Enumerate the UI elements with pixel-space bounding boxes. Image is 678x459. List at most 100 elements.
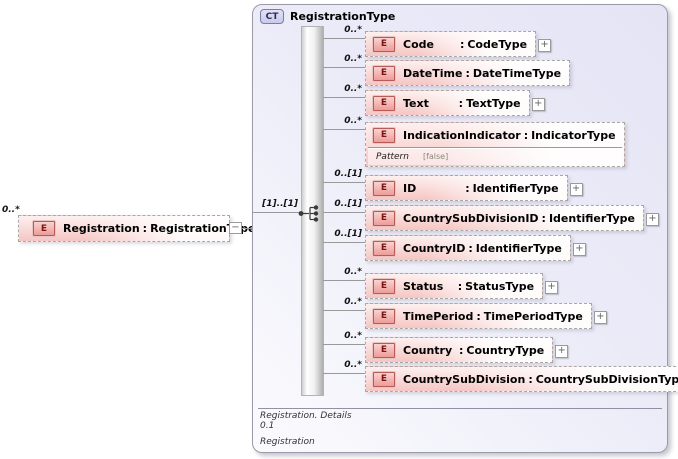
element-id[interactable]: E ID : IdentifierType (365, 175, 568, 201)
element-icon: E (373, 95, 395, 111)
element-name: DateTime (403, 66, 463, 80)
element-type: CountrySubDivisionType (535, 372, 678, 386)
cardinality-label: 0..[1] (334, 169, 362, 179)
cardinality-label: 0..[1] (334, 199, 362, 209)
cardinality-label: 0..* (344, 267, 362, 277)
element-row-countrysubdivisionid: 0..[1] E CountrySubDivisionID : Identifi… (323, 199, 659, 231)
expand-toggle[interactable]: + (555, 345, 569, 358)
element-name: Status (403, 279, 455, 293)
element-name: Text (403, 96, 456, 110)
complex-type-badge-icon: CT (260, 9, 284, 24)
element-registration[interactable]: E Registration : RegistrationType (18, 215, 255, 242)
element-name: IndicationIndicator (403, 128, 521, 142)
cardinality-label: 0..* (344, 297, 362, 307)
connector-line (323, 373, 365, 374)
element-country[interactable]: E Country : CountryType (365, 337, 554, 363)
expand-toggle[interactable]: + (593, 311, 607, 324)
cardinality-label: 0..* (344, 116, 362, 126)
connector-line (323, 97, 365, 98)
element-icon: E (373, 127, 395, 143)
sequence-icon (298, 205, 319, 222)
element-name: CountryID (403, 241, 466, 255)
connector-line (323, 212, 365, 213)
complex-type-title: RegistrationType (290, 10, 396, 23)
element-text[interactable]: E Text : TextType (365, 90, 530, 116)
element-separator: : (142, 222, 148, 235)
connector-line (323, 67, 365, 68)
facet-label: Pattern (376, 151, 409, 162)
cardinality-label: 0..* (344, 84, 362, 94)
element-icon: E (373, 371, 395, 387)
collapse-toggle[interactable]: − (229, 222, 242, 234)
cardinality-label: 0..* (344, 360, 362, 370)
expand-toggle[interactable]: + (538, 39, 552, 52)
expand-toggle[interactable]: + (531, 98, 545, 111)
element-icon: E (373, 65, 395, 81)
element-countrysubdivisionid[interactable]: E CountrySubDivisionID : IdentifierType (365, 205, 644, 231)
element-separator: : (476, 309, 481, 323)
element-icon: E (373, 36, 395, 52)
element-row-countrysubdivision: 0..* E CountrySubDivision : CountrySubDi… (323, 360, 678, 392)
element-type: IdentifierType (548, 211, 635, 225)
element-row-text: 0..* E Text : TextType + (323, 84, 545, 116)
connector-line (323, 182, 365, 183)
expand-toggle[interactable]: + (645, 213, 659, 226)
compositor-cardinality-label: [1]..[1] (262, 199, 298, 209)
element-name: Registration (63, 222, 140, 235)
element-status[interactable]: E Status : StatusType (365, 273, 544, 299)
element-name: TimePeriod (403, 309, 474, 323)
cardinality-label: 0..* (2, 205, 20, 215)
element-row-indicationindicator: 0..* E IndicationIndicator : IndicatorTy… (323, 116, 625, 167)
element-type: DateTimeType (472, 66, 562, 80)
expand-toggle[interactable]: + (572, 243, 586, 256)
footer-doc-name: Registration (260, 437, 315, 447)
cardinality-label: 0..* (344, 25, 362, 35)
footer-doc-version: 0.1 (260, 421, 275, 431)
element-name: CountrySubDivisionID (403, 211, 539, 225)
cardinality-label: 0..[1] (334, 229, 362, 239)
pattern-facet: Pattern [false] (368, 147, 622, 165)
connector-line (323, 38, 365, 39)
element-countrysubdivision[interactable]: E CountrySubDivision : CountrySubDivisio… (365, 366, 678, 392)
element-icon: E (373, 342, 395, 358)
element-separator: : (457, 279, 463, 293)
element-row-country: 0..* E Country : CountryType + (323, 331, 569, 363)
element-type: CodeType (467, 37, 528, 51)
element-indicationindicator[interactable]: E IndicationIndicator : IndicatorType Pa… (365, 122, 625, 167)
element-name: ID (403, 181, 463, 195)
element-type: IndicatorType (531, 128, 616, 142)
element-datetime[interactable]: E DateTime : DateTimeType (365, 60, 571, 86)
expand-toggle[interactable]: + (569, 183, 583, 196)
element-separator: : (523, 128, 529, 142)
element-separator: : (541, 211, 546, 225)
sequence-compositor-bar[interactable] (301, 26, 324, 396)
element-separator: : (465, 181, 470, 195)
connector-line (253, 212, 301, 213)
cardinality-label: 0..* (344, 331, 362, 341)
element-row-id: 0..[1] E ID : IdentifierType + (323, 169, 583, 201)
element-name: Country (403, 343, 456, 357)
element-row-status: 0..* E Status : StatusType + (323, 267, 559, 299)
element-timeperiod[interactable]: E TimePeriod : TimePeriodType (365, 303, 592, 329)
connector-line (323, 280, 365, 281)
element-separator: : (458, 343, 464, 357)
element-separator: : (528, 372, 533, 386)
element-icon: E (373, 308, 395, 324)
element-code[interactable]: E Code : CodeType (365, 31, 537, 57)
expand-toggle[interactable]: + (545, 281, 559, 294)
element-name: Code (403, 37, 457, 51)
element-type: IdentifierType (472, 181, 559, 195)
connector-line (241, 228, 252, 229)
element-icon: E (373, 180, 395, 196)
connector-line (323, 129, 365, 130)
connector-line (323, 344, 365, 345)
element-icon: E (373, 240, 395, 256)
element-separator: : (465, 66, 470, 80)
element-countryid[interactable]: E CountryID : IdentifierType (365, 235, 571, 261)
facet-value: [false] (422, 152, 449, 161)
element-separator: : (459, 37, 465, 51)
element-icon: E (373, 278, 395, 294)
element-type: CountryType (466, 343, 545, 357)
element-type: TextType (466, 96, 521, 110)
